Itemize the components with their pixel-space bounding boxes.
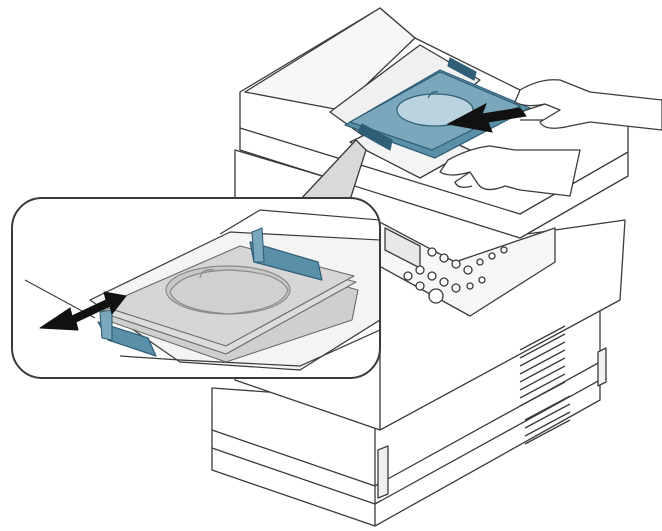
side-latch (597, 347, 607, 387)
right-hand-finger (519, 103, 546, 113)
tray-line-2 (211, 379, 601, 505)
callout (11, 139, 381, 379)
callout-zoomed-scene (24, 209, 379, 371)
adf-document-apple-leaf (427, 91, 439, 99)
right-hand (514, 79, 662, 131)
adf-document-apple-icon (396, 93, 474, 127)
zoomed-width-guide-back-tab (251, 227, 265, 263)
panel-buttons (403, 246, 508, 304)
zoomed-tray-edge (119, 329, 379, 367)
adf-documents (344, 57, 531, 159)
width-adjust-arrow-icon (39, 291, 127, 331)
side-vents (519, 325, 571, 445)
adf-cover (244, 7, 416, 111)
zoomed-tray-back (219, 209, 379, 235)
zoomed-apple-leaf (199, 269, 215, 279)
tray-handle (377, 445, 389, 499)
adf-width-guide-back (447, 57, 477, 81)
adf-width-guide-front (357, 123, 393, 151)
left-hand-finger (454, 171, 473, 188)
load-direction-arrow-icon (446, 102, 527, 133)
zoomed-width-guide-back (249, 241, 323, 281)
hands (439, 79, 662, 197)
zoomed-width-guide-front-tab (99, 309, 113, 341)
left-hand (439, 145, 581, 197)
scanner-lid-edge (239, 127, 629, 215)
